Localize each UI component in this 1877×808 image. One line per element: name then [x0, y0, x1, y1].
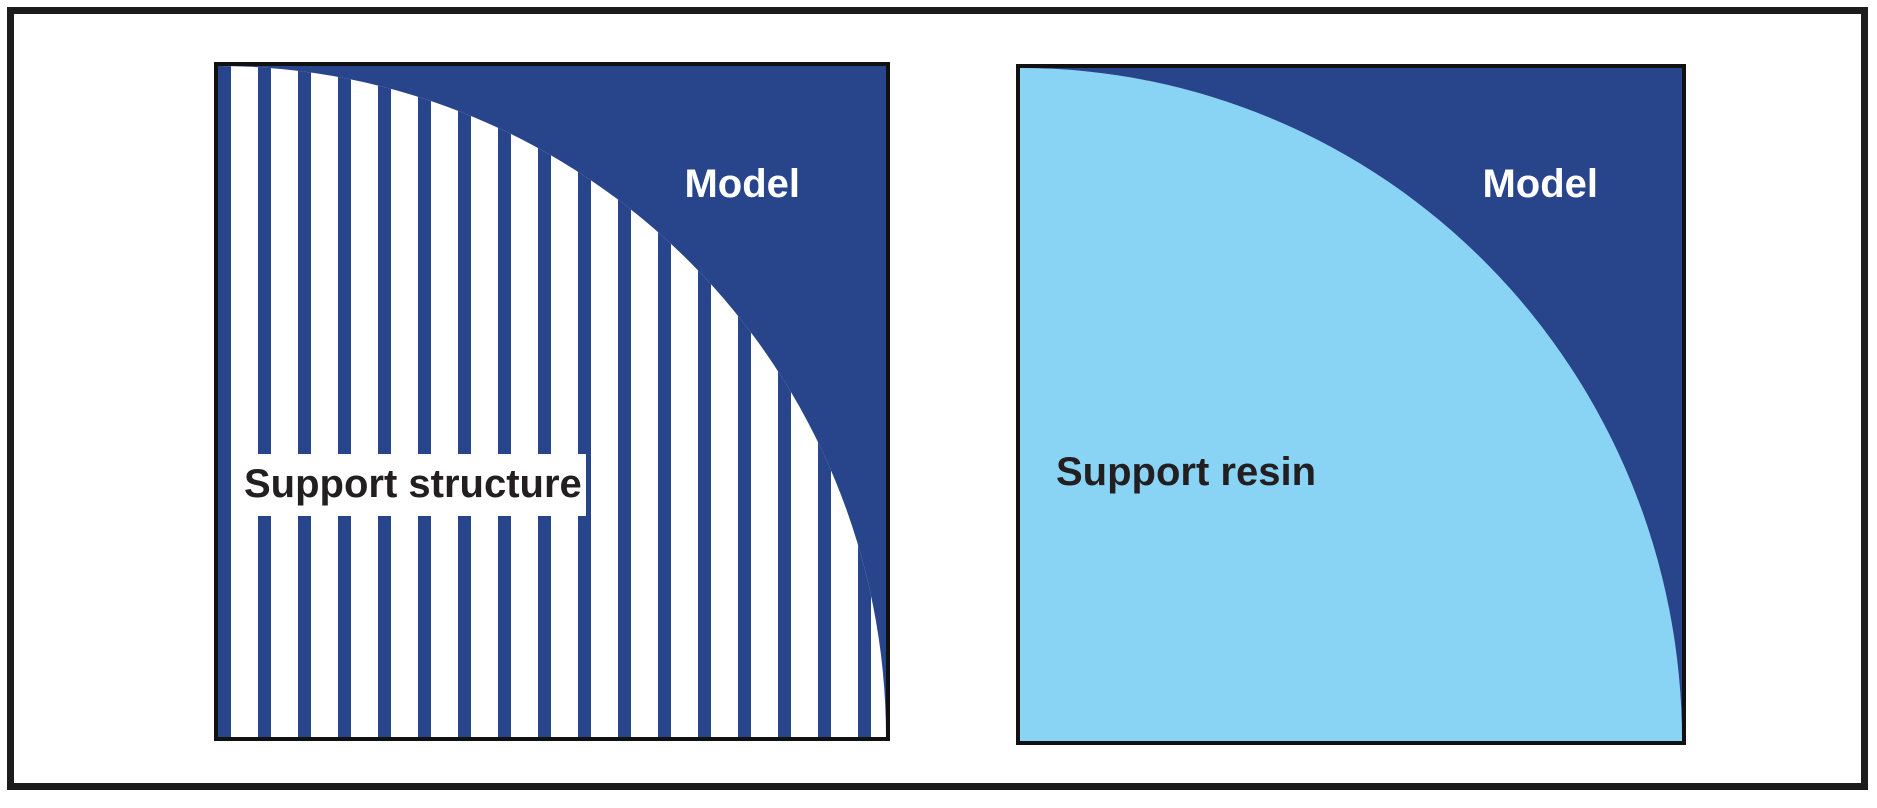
panel-support-resin: Model Support resin	[1016, 64, 1686, 745]
support-resin-canvas	[1020, 68, 1682, 741]
figure-outer-frame: Model Support structure Model Support re…	[7, 7, 1868, 790]
model-region-right	[1020, 68, 1682, 741]
support-resin-region	[1020, 68, 1682, 741]
support-structure-canvas	[218, 66, 886, 737]
panel-support-structure: Model Support structure	[214, 62, 890, 741]
model-region-left	[218, 66, 886, 737]
